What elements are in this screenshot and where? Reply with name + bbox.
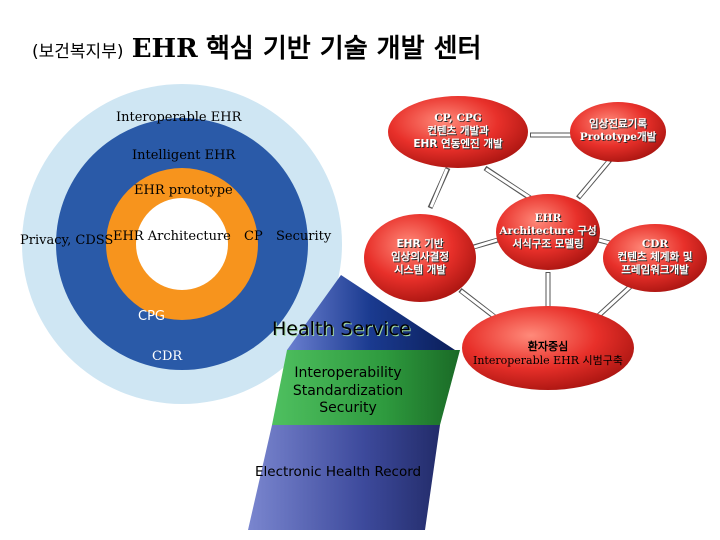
pyramid-tier-mid — [272, 350, 460, 425]
ring-core — [136, 198, 228, 290]
pyramid-label-bottom: Electronic Health Record — [255, 464, 422, 480]
node-cp-cpg — [388, 96, 528, 168]
node-clinical-record — [570, 102, 666, 162]
node-cdss-line2: 임상의사결정 — [391, 251, 449, 264]
health-pyramid — [248, 275, 460, 530]
node-cdss — [364, 214, 476, 302]
node-clinical-line1: 임상진료기록 — [589, 118, 647, 130]
node-architecture-line3: 서식구조 모델링 — [512, 238, 584, 251]
pyramid-tier-bottom — [248, 425, 440, 530]
title-english: EHR — [131, 34, 198, 64]
node-cdr-framework — [603, 224, 707, 292]
node-patient-line1: 환자중심 — [527, 340, 569, 353]
ring-label-cdr: CDR — [152, 349, 183, 364]
node-cdr-line3: 프레임워크개발 — [621, 264, 689, 277]
ring-label-architecture: EHR Architecture — [113, 229, 231, 244]
title-prefix: (보건복지부) — [32, 42, 124, 62]
pyramid-mid-line2: Standardization — [292, 382, 404, 399]
node-architecture-line2: Architecture 구성 — [499, 225, 597, 238]
node-patient-line2: Interoperable EHR 시범구축 — [472, 354, 624, 368]
node-cdr-line1: CDR — [641, 238, 669, 250]
pyramid-tier-top — [287, 275, 455, 350]
node-text-clinical-record: 임상진료기록 Prototype개발 — [572, 118, 664, 144]
node-cdss-line3: 시스템 개발 — [394, 264, 446, 277]
pyramid-mid-line1: Interoperability — [294, 365, 402, 381]
node-clinical-line2: Prototype개발 — [579, 131, 657, 144]
title-korean: 핵심 기반 기술 개발 센터 — [206, 34, 482, 64]
page-title: (보건복지부) EHR 핵심 기반 기술 개발 센터 — [32, 28, 481, 65]
node-cdr-line2: 컨텐츠 체계화 및 — [617, 251, 693, 264]
ring-label-security: Security — [276, 229, 332, 244]
ring-label-cp: CP — [244, 229, 263, 244]
node-cp-cpg-line1: CP, CPG — [434, 112, 482, 124]
pyramid-label-middle: Interoperability Standardization Securit… — [276, 365, 420, 418]
node-patient — [462, 306, 634, 390]
pyramid-mid-line3: Security — [319, 400, 377, 416]
ring-label-cpg: CPG — [138, 309, 165, 324]
node-text-ehr-architecture: EHR Architecture 구성 서식구조 모델링 — [496, 212, 600, 251]
node-ehr-architecture — [496, 194, 600, 270]
ring-label-interoperable: Interoperable EHR — [116, 110, 242, 125]
node-cp-cpg-line2: 컨텐츠 개발과 — [427, 125, 489, 138]
ring-label-privacy-cdss: Privacy, CDSS — [20, 233, 114, 248]
node-text-cdr-framework: CDR 컨텐츠 체계화 및 프레임워크개발 — [603, 238, 707, 277]
node-text-cp-cpg: CP, CPG 컨텐츠 개발과 EHR 연동엔진 개발 — [398, 112, 518, 151]
node-text-cdss: EHR 기반 임상의사결정 시스템 개발 — [370, 238, 470, 277]
node-text-patient: 환자중심 Interoperable EHR 시범구축 — [462, 340, 634, 369]
pyramid-label-top: Health Service — [272, 318, 411, 340]
project-nodes — [364, 96, 707, 390]
ring-label-intelligent: Intelligent EHR — [132, 148, 236, 163]
node-architecture-line1: EHR — [534, 212, 562, 224]
ehr-ring-diagram — [22, 84, 342, 404]
node-cp-cpg-line3: EHR 연동엔진 개발 — [413, 138, 503, 151]
ring-label-prototype: EHR prototype — [134, 183, 233, 198]
node-cdss-line1: EHR 기반 — [396, 238, 444, 250]
